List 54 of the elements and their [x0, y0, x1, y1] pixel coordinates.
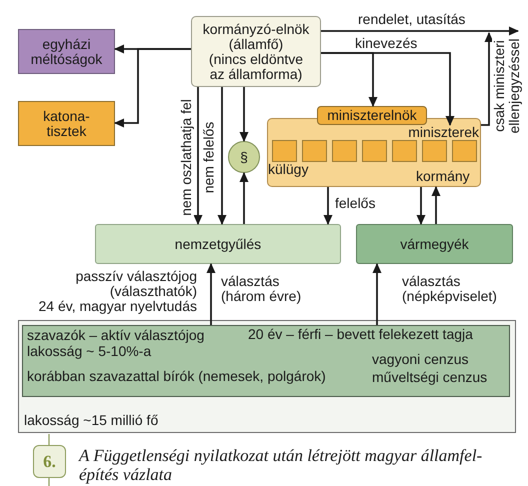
arrow: [321, 52, 454, 126]
edge-label: kinevezés: [355, 36, 418, 51]
figure-number: 6.: [33, 445, 66, 478]
box-label: miniszterelnök: [327, 108, 417, 123]
box-label: szavazók – aktív választójog lakosság ~ 5-10%-a: [27, 327, 206, 359]
annotation-text: passzív választójog (választhatók): [74, 269, 197, 299]
ministry-square: [452, 140, 477, 162]
arrow: [218, 87, 226, 225]
military-officers-box: [18, 101, 115, 146]
prime-minister-tab: [317, 106, 427, 125]
box-label: lakosság ~15 millió fő: [24, 413, 158, 428]
box-label: 20 év – férfi – bevett felekezett tagja: [248, 327, 473, 342]
arrow: [321, 26, 519, 36]
box-label: (nincs eldöntve az államforma): [208, 52, 304, 82]
edge-label: rendelet, utasítás: [358, 12, 466, 27]
ministry-square: [272, 140, 297, 162]
ministry-square: [302, 140, 327, 162]
population-box: [18, 320, 516, 433]
edge-label: felelős: [335, 196, 376, 211]
arrow: [481, 32, 494, 126]
arrow: [194, 87, 202, 225]
section-sign-circle: [228, 141, 260, 173]
box-label: kormány: [416, 169, 470, 184]
arrow: [114, 48, 191, 128]
ministry-square: [392, 140, 417, 162]
arrow: [240, 172, 248, 224]
arrow: [416, 187, 426, 225]
arrow: [372, 263, 382, 325]
box-caption: külügy: [268, 162, 308, 177]
box-label: egyházi méltóságok: [30, 36, 104, 66]
edge-label: nem oszlathatja fel: [178, 98, 194, 216]
annotation-text: 24 év, magyar nyelvtudás: [38, 299, 197, 314]
ministry-square: [422, 140, 447, 162]
ministry-square: [332, 140, 357, 162]
arrow: [324, 187, 332, 225]
caption-text: A Függetlenségi nyilatkozat után létrejött magyar államfel-építés vázlata: [79, 446, 484, 484]
box-label: vagyoni cenzus műveltségi cenzus: [372, 350, 488, 386]
box-label: vármegyék: [400, 236, 469, 252]
box-label: kormányzó-elnök (államfő): [202, 22, 310, 52]
arrow: [206, 263, 216, 325]
box-label: §: [240, 150, 248, 164]
counties-box: [356, 224, 513, 264]
box-label: nemzetgyűlés: [174, 236, 262, 252]
edge-label: nem felelős: [201, 121, 216, 193]
head-of-state-box: [191, 16, 321, 87]
arrow: [432, 186, 440, 224]
arrow: [240, 87, 248, 142]
voters-box: [22, 325, 510, 397]
box-label: katona-tisztek: [42, 108, 91, 138]
church-dignitaries-box: [18, 29, 115, 74]
ministry-square: [362, 140, 387, 162]
national-assembly-box: [95, 224, 341, 264]
box-label: korábban szavazattal bírók (nemesek, polgárok): [27, 369, 326, 384]
edge-label: csak miniszteri ellenjegyzéssel: [492, 36, 522, 136]
